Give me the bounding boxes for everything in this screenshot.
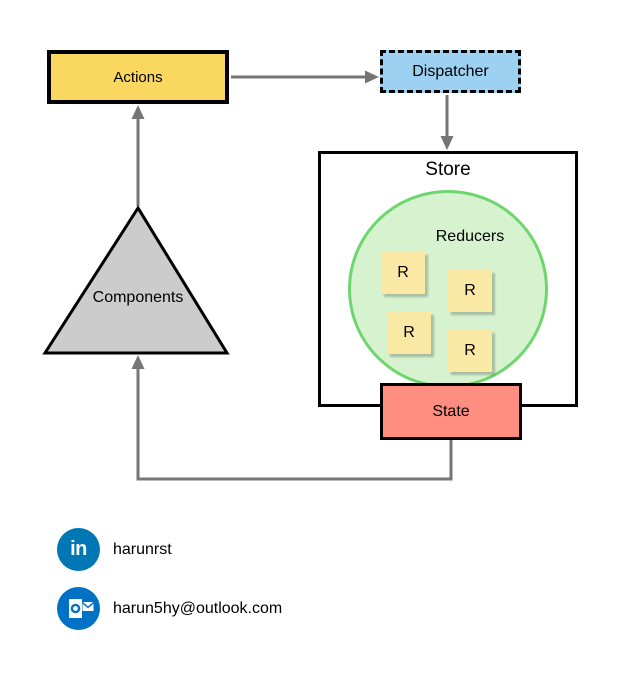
reducer-note: R	[448, 330, 492, 372]
email-address: harun5hy@outlook.com	[113, 599, 283, 617]
components-triangle	[42, 205, 230, 355]
store-label: Store	[425, 159, 471, 180]
arrow-actions-to-dispatcher	[231, 70, 379, 84]
reducer-note: R	[448, 270, 492, 312]
state-node: State	[380, 383, 522, 440]
reducer-note: R	[381, 252, 425, 294]
outlook-icon	[57, 587, 100, 630]
outlook-contact-row: harun5hy@outlook.com	[57, 587, 282, 630]
outlook-glyph	[69, 599, 94, 618]
linkedin-handle: harunrst	[113, 540, 172, 558]
reducers-label: Reducers	[435, 228, 505, 245]
dispatcher-label: Dispatcher	[412, 62, 489, 80]
reducer-note: R	[387, 312, 431, 354]
dispatcher-node: Dispatcher	[380, 50, 521, 93]
linkedin-contact-row: in harunrst	[57, 528, 172, 571]
state-label: State	[432, 402, 470, 420]
reducer-note-label: R	[464, 282, 476, 299]
components-triangle-shape	[42, 205, 230, 355]
reducer-note-label: R	[397, 264, 409, 281]
components-label: Components	[92, 289, 184, 306]
reducer-note-label: R	[464, 342, 476, 359]
arrow-state-to-components	[131, 355, 453, 481]
arrow-components-to-actions	[131, 105, 145, 206]
linkedin-icon: in	[57, 528, 100, 571]
linkedin-in-glyph: in	[70, 537, 87, 560]
actions-node: Actions	[47, 50, 229, 104]
actions-label: Actions	[113, 68, 163, 86]
arrow-dispatcher-to-store	[440, 95, 454, 150]
reducer-note-label: R	[403, 324, 415, 341]
